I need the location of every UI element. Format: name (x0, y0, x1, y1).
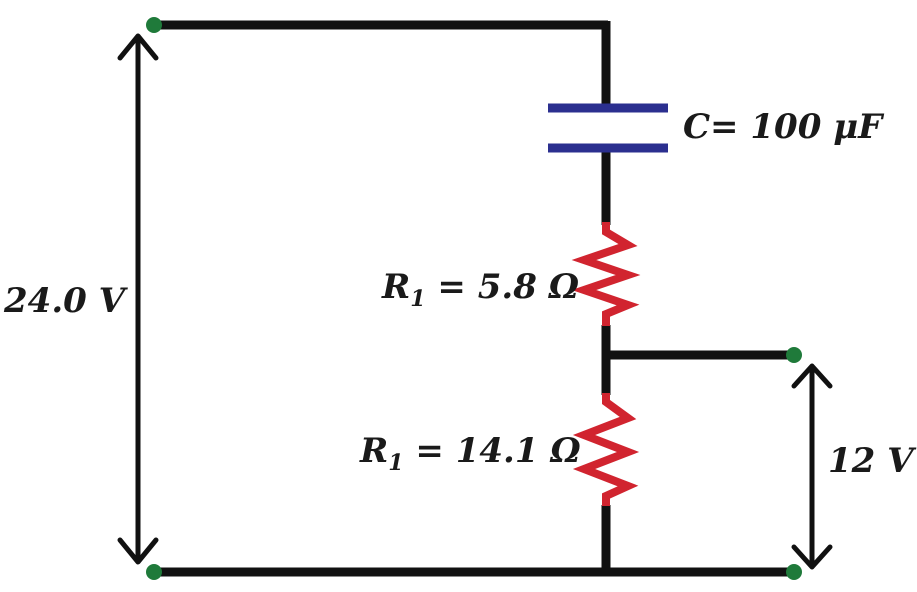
resistor-top-zigzag (571, 222, 641, 326)
resistor-top-label: R1 = 5.8 Ω (381, 267, 579, 312)
resistor-bottom-symbol: R (359, 431, 388, 471)
terminal-output-bottom (786, 564, 802, 580)
output-voltage-label: 12 V (828, 441, 917, 481)
terminal-output-top (786, 347, 802, 363)
resistor-bottom-zigzag (572, 393, 640, 506)
output-voltage-arrowhead-top (791, 363, 833, 389)
capacitor-label: C= 100 μF (683, 107, 885, 147)
source-voltage-arrowhead-bottom (117, 537, 159, 565)
resistor-top-subscript: 1 (410, 286, 425, 312)
resistor-top-value: = 5.8 Ω (426, 267, 579, 307)
terminals (146, 17, 802, 580)
source-voltage-arrow (117, 33, 159, 565)
resistor-bottom-label: R1 = 14.1 Ω (359, 431, 581, 476)
output-voltage-arrowhead-bottom (791, 544, 833, 570)
source-voltage-arrowhead-top (117, 33, 159, 61)
terminal-top-left (146, 17, 162, 33)
output-voltage-arrow (791, 363, 833, 570)
resistor-top (571, 222, 641, 326)
resistor-bottom-value: = 14.1 Ω (404, 431, 581, 471)
resistor-bottom (572, 393, 640, 506)
resistor-bottom-subscript: 1 (388, 450, 403, 476)
source-voltage-label: 24.0 V (3, 281, 129, 321)
wires (154, 20, 794, 577)
resistor-top-symbol: R (381, 267, 410, 307)
capacitor (548, 103, 668, 153)
terminal-bottom-left (146, 564, 162, 580)
